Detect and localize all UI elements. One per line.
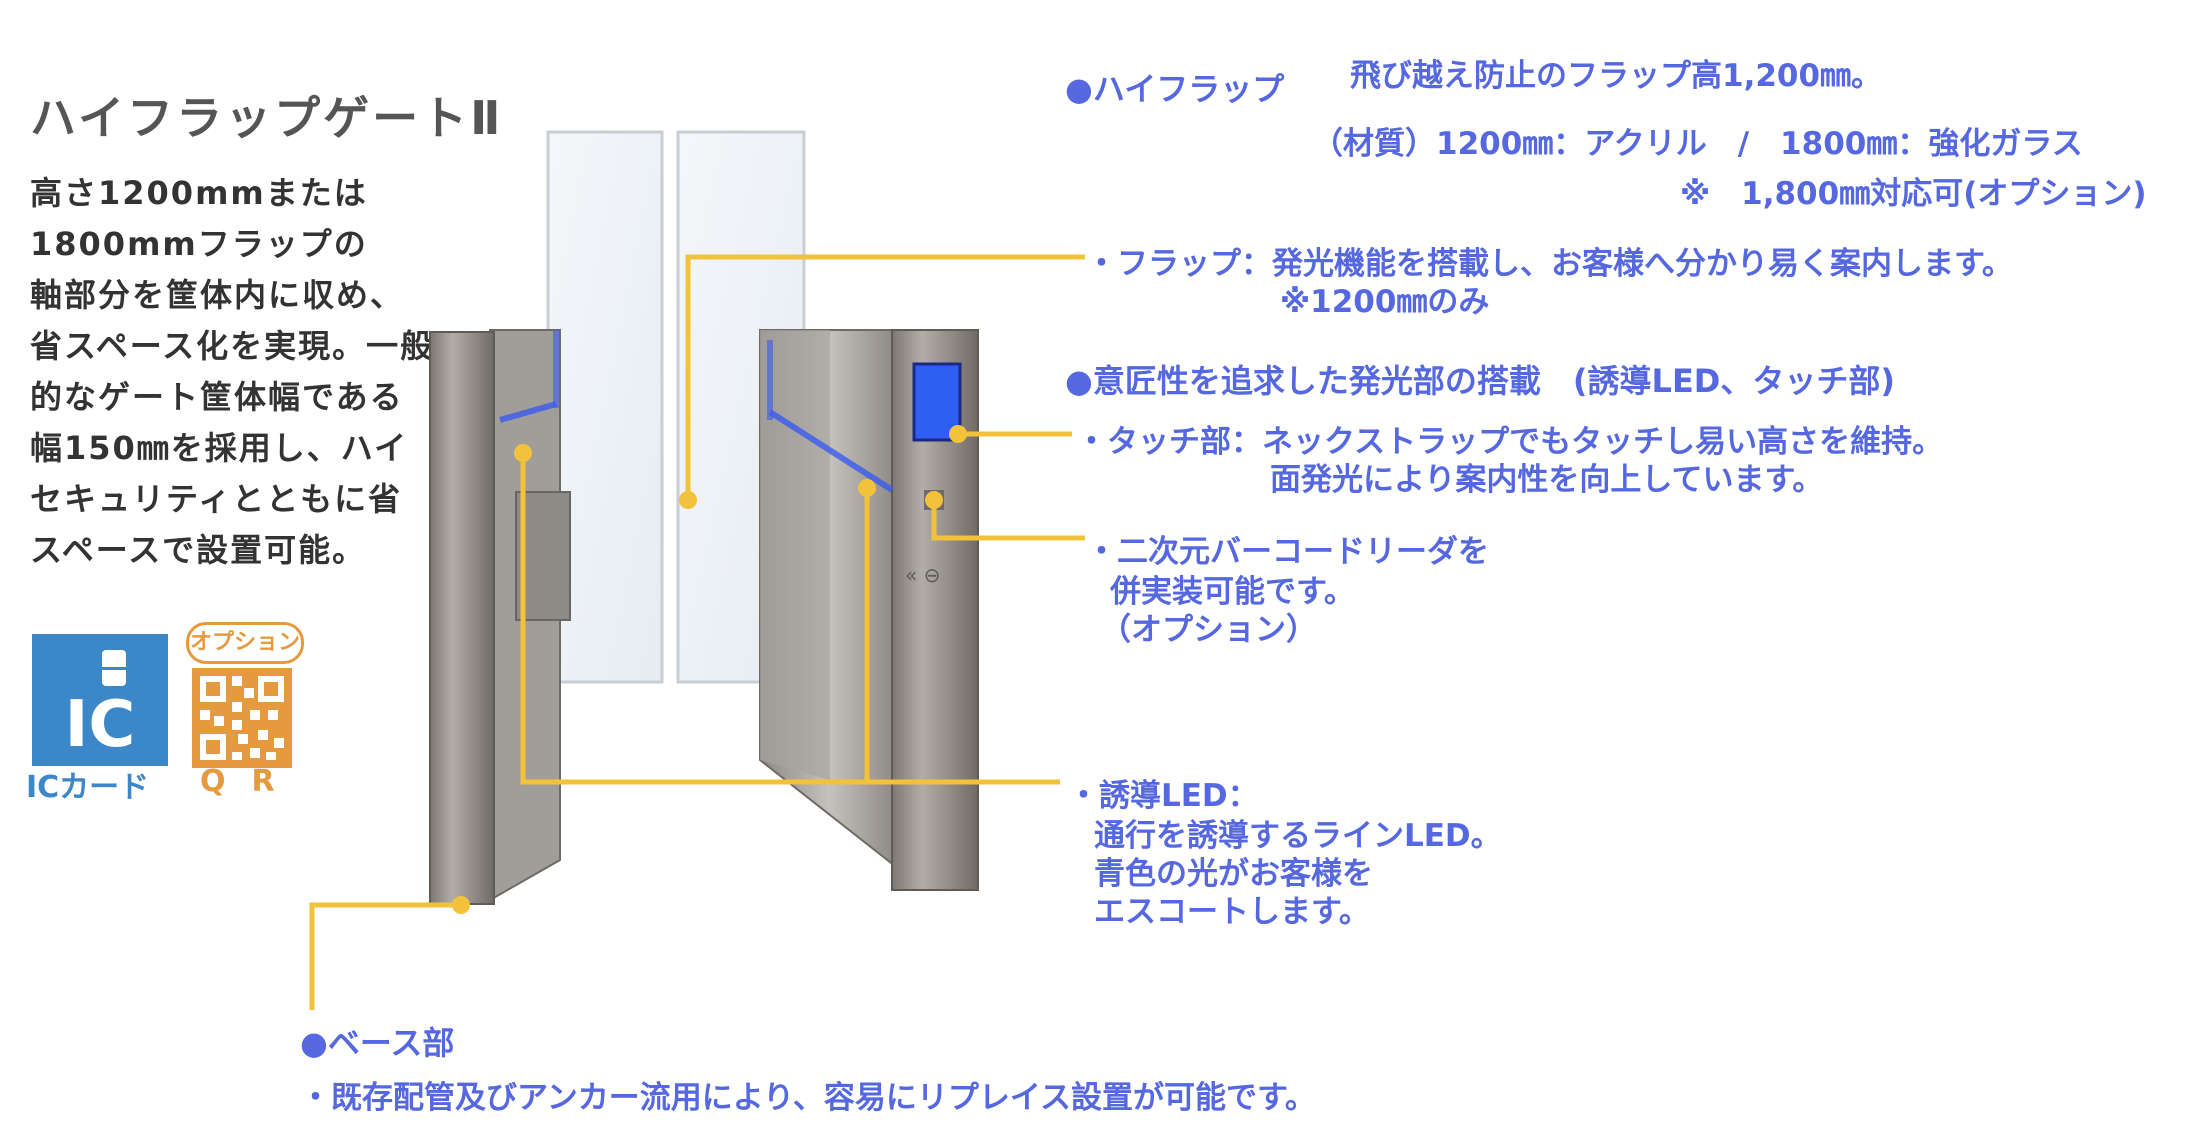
led-line-right — [768, 409, 894, 493]
lighting-heading: ●意匠性を追求した発光部の搭載 (誘導LED、タッチ部) — [1065, 362, 1895, 400]
chip-icon — [102, 650, 126, 686]
high-flap-material: （材質）1200㎜：アクリル / 1800㎜：強化ガラス — [1312, 126, 2083, 162]
leader-dot-flap — [679, 491, 697, 509]
led-heading: ・誘導LED： — [1068, 778, 1259, 814]
high-flap-heading: ●ハイフラップ — [1065, 70, 1285, 108]
flap-note: ※1200㎜のみ — [1280, 284, 1490, 320]
barcode-option: （オプション） — [1100, 612, 1317, 648]
option-tag: オプション — [186, 622, 304, 664]
description-line: 高さ1200mmまたは — [30, 174, 368, 212]
leader-flap — [685, 254, 1085, 500]
description-line: 1800mmフラップの — [30, 225, 368, 263]
leader-dots — [452, 425, 967, 914]
leader-dot-touch — [949, 425, 967, 443]
leader-lines — [309, 254, 1085, 1010]
flap-description: ・フラップ：発光機能を搭載し、お客様へ分かり易く案内します。 — [1086, 246, 2013, 282]
touch-description: ・タッチ部：ネックストラップでもタッチし易い高さを維持。 — [1076, 424, 1944, 460]
ic-card-icon: IC — [32, 634, 168, 766]
description-line: 軸部分を筐体内に収め、 — [30, 276, 405, 314]
description-line: 的なゲート筐体幅である — [30, 378, 404, 416]
right-cabinet-front — [891, 329, 979, 891]
led-line2: 青色の光がお客様を — [1094, 856, 1373, 892]
leader-barcode — [931, 500, 1085, 541]
leader-dot-base — [452, 896, 470, 914]
qr-caption: QR — [200, 764, 301, 799]
description-line: セキュリティとともに省 — [30, 480, 403, 518]
base-description: ・既存配管及びアンカー流用により、容易にリプレイス設置が可能です。 — [300, 1080, 1316, 1116]
product-description: 高さ1200mmまたは 1800mmフラップの 軸部分を筐体内に収め、 省スペー… — [30, 168, 435, 576]
touch-description-2: 面発光により案内性を向上しています。 — [1270, 462, 1824, 498]
high-flap-line1: 飛び越え防止のフラップ高1,200㎜。 — [1350, 58, 1883, 94]
leader-dot-led-right — [858, 479, 876, 497]
left-cabinet-front — [429, 331, 495, 905]
barcode-line1: ・二次元バーコードリーダを — [1086, 534, 1489, 570]
description-line: スペースで設置可能。 — [30, 531, 367, 569]
led-line1: 通行を誘導するラインLED。 — [1094, 818, 1502, 854]
direction-indicator-icon: « ⊖ — [905, 563, 940, 587]
product-title: ハイフラップゲートⅡ — [30, 91, 504, 145]
ic-badge-label: IC — [64, 688, 136, 762]
led-line-left — [499, 401, 557, 423]
leader-dot-barcode — [925, 491, 943, 509]
description-line: 幅150㎜を採用し、ハイ — [30, 429, 409, 467]
high-flap-option-note: ※ 1,800㎜対応可(オプション) — [1680, 176, 2147, 212]
leader-dot-led-left — [514, 444, 532, 462]
leader-base — [309, 902, 461, 1010]
base-heading: ●ベース部 — [300, 1024, 455, 1062]
barcode-line2: 併実装可能です。 — [1110, 574, 1355, 610]
led-line3: エスコートします。 — [1094, 894, 1370, 930]
ic-card-caption: ICカード — [26, 770, 150, 805]
qr-code-icon — [192, 668, 292, 768]
leader-led — [520, 453, 1060, 785]
description-line: 省スペース化を実現。一般 — [30, 327, 435, 365]
